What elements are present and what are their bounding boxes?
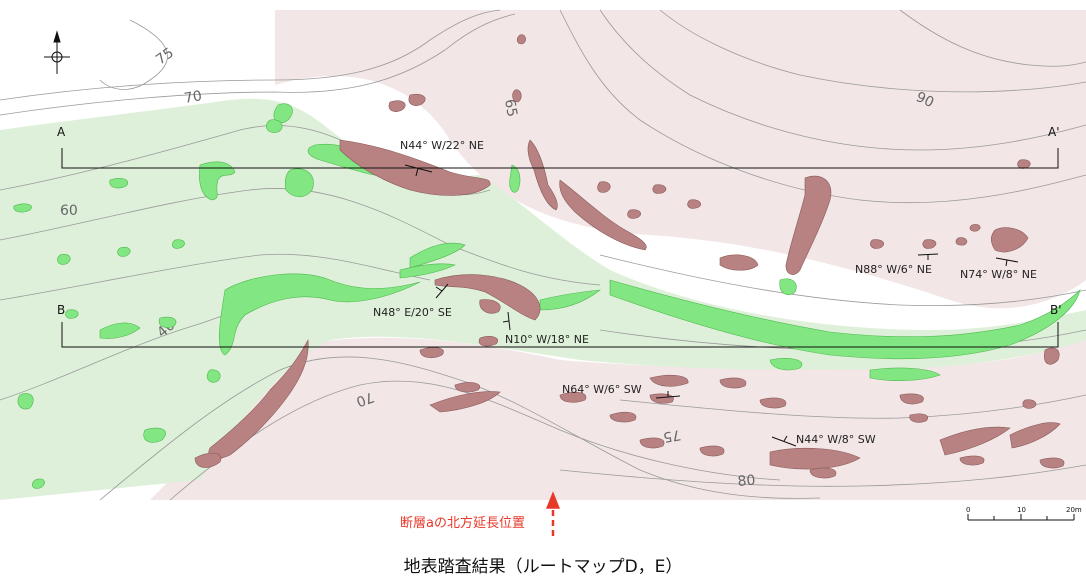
section-label-a: A (57, 125, 66, 139)
scale-label: 20m (1066, 506, 1082, 514)
strike-dip-label: N64° W/6° SW (562, 383, 642, 396)
scale-label: 10 (1017, 506, 1026, 514)
contour-label: 75 (153, 45, 177, 68)
fault-extension-note: 断層aの北方延長位置 (400, 516, 525, 531)
section-label-a-prime: A' (1048, 125, 1060, 139)
section-label-b: B (57, 303, 65, 317)
contour-label: 60 (60, 203, 78, 219)
contour-label: 70 (183, 88, 203, 107)
contour-label: 65 (501, 98, 520, 118)
scale-label: 0 (966, 506, 970, 514)
route-map: 75 70 65 90 60 40 70 75 80 (0, 9, 1086, 536)
strike-dip-label: N10° W/18° NE (505, 333, 589, 346)
section-lines (61, 148, 1059, 348)
strike-dip-label: N88° W/6° NE (855, 263, 932, 276)
strike-dip-symbols (404, 164, 1019, 447)
strike-dip-label: N74° W/8° NE (960, 268, 1037, 281)
brown-outcrops (194, 34, 1065, 479)
figure-caption: 地表踏査結果（ルートマップD，E） (403, 557, 683, 577)
strike-dip-label: N48° E/20° SE (373, 306, 452, 319)
section-line-b (61, 322, 1059, 348)
contour-label: 90 (913, 89, 936, 111)
section-label-b-prime: B' (1050, 303, 1062, 317)
strike-dip-labels: N44° W/22° NE N48° E/20° SE N10° W/18° N… (373, 139, 1037, 446)
contour-label: 75 (662, 426, 682, 445)
sandstone-zone-pink (275, 10, 1086, 309)
scale-bar (967, 514, 1075, 521)
contour-label: 80 (737, 472, 756, 489)
north-arrow-icon (44, 30, 70, 74)
contour-label: 70 (354, 388, 376, 409)
strike-dip-label: N44° W/8° SW (796, 433, 876, 446)
section-line-a (61, 148, 1059, 169)
strike-dip-label: N44° W/22° NE (400, 139, 484, 152)
